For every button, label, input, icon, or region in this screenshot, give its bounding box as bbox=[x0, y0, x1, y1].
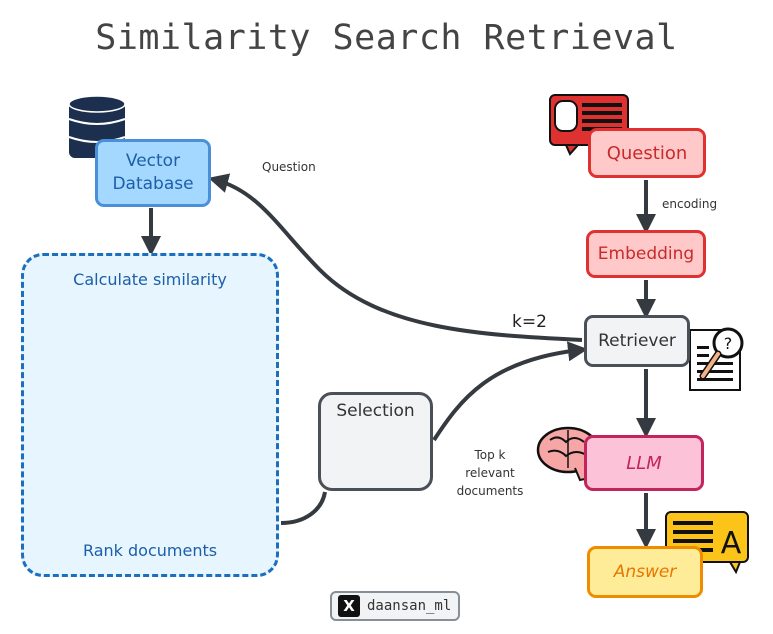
x-logo-icon: X bbox=[338, 595, 360, 617]
edge-label-top-k-line2: relevant bbox=[465, 466, 515, 480]
embedding-node: Embedding bbox=[586, 230, 706, 278]
question-node: Question bbox=[588, 128, 706, 178]
author-handle: daansan_ml bbox=[367, 598, 452, 614]
edge-label-k: k=2 bbox=[512, 312, 547, 332]
search-document-icon: ? bbox=[689, 327, 744, 391]
edge-label-encoding: encoding bbox=[662, 197, 718, 211]
connector-rank-to-selection bbox=[280, 491, 327, 525]
vector-database-label-line2: Database bbox=[112, 174, 194, 194]
selection-node: Selection bbox=[318, 392, 433, 491]
diagram-title: Similarity Search Retrieval bbox=[95, 18, 678, 58]
arrow-selection-to-retriever bbox=[432, 341, 588, 442]
retriever-node: Retriever bbox=[584, 315, 690, 367]
edge-label-top-k-line1: Top k bbox=[474, 448, 506, 462]
author-watermark[interactable]: X daansan_ml bbox=[330, 591, 460, 621]
similarity-title: Calculate similarity bbox=[73, 270, 227, 289]
vector-database-label-line1: Vector bbox=[125, 151, 181, 171]
edge-label-question: Question bbox=[262, 160, 316, 174]
vector-database-node: Vector Database bbox=[95, 139, 211, 207]
edge-label-top-k: Top k relevant documents bbox=[440, 446, 540, 500]
svg-text:?: ? bbox=[724, 334, 733, 353]
edge-label-top-k-line3: documents bbox=[456, 484, 524, 498]
arrow-retriever-to-db bbox=[208, 173, 583, 342]
rank-documents-label: Rank documents bbox=[82, 541, 218, 560]
similarity-container bbox=[21, 253, 279, 577]
llm-node: LLM bbox=[584, 435, 704, 491]
svg-text:A: A bbox=[721, 526, 742, 561]
answer-node: Answer bbox=[587, 546, 703, 598]
